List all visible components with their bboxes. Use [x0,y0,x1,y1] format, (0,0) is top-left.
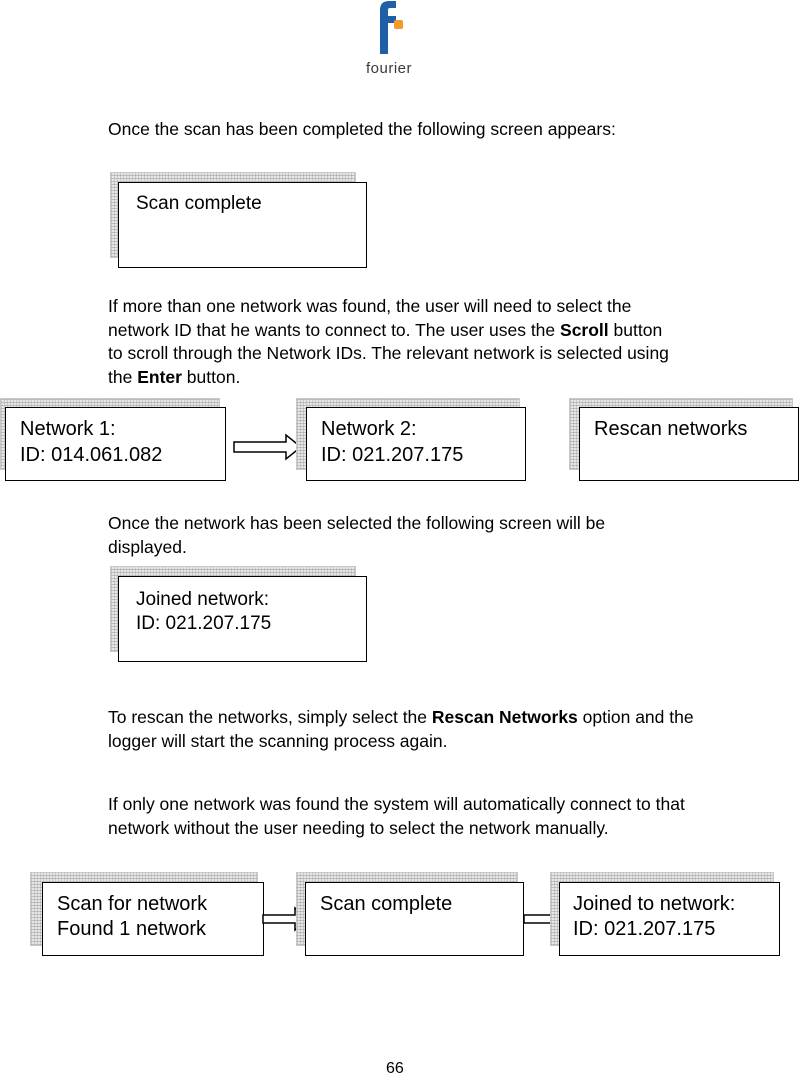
lcd-line-2: ID: 014.061.082 [20,444,163,466]
lcd-line-2: ID: 021.207.175 [136,613,272,634]
paragraph-select-network: If more than one network was found, the … [108,296,669,387]
lcd-screen-network-2: Network 2: ID: 021.207.175 [296,398,528,484]
lcd-screen-scan-complete: Scan complete [110,172,368,269]
rescan-networks-keyword: Rescan Networks [431,707,578,727]
lcd-screen-joined-network: Joined network: ID: 021.207.175 [110,566,368,663]
paragraph-network-selected: Once the network has been selected the f… [108,513,606,557]
lcd-screen-scan-for-network: Scan for network Found 1 network [30,872,266,958]
fourier-logo: fourier [360,0,440,80]
enter-keyword: Enter [137,366,182,387]
lcd-line-2: ID: 021.207.175 [321,444,464,466]
lcd-screen-joined-to-network: Joined to network: ID: 021.207.175 [550,872,782,958]
paragraph-rescan: To rescan the networks, simply select th… [108,707,694,751]
lcd-screen-network-1: Network 1: ID: 014.061.082 [0,398,228,484]
fourier-logo-text: fourier [366,60,413,77]
lcd-line-1: Joined network: [136,589,270,610]
arrow-right-icon [233,433,303,461]
lcd-line-1: Joined to network: [573,893,736,915]
lcd-line-1: Network 2: [321,418,417,440]
fourier-logo-mark [380,1,403,54]
lcd-line-1: Network 1: [20,418,116,440]
lcd-line-1: Scan for network [57,893,208,915]
paragraph-scan-completed: Once the scan has been completed the fol… [108,119,616,139]
lcd-line-2: ID: 021.207.175 [573,918,716,940]
lcd-line-1: Scan complete [136,193,262,214]
lcd-screen-scan-complete-2: Scan complete [296,872,526,958]
lcd-line-1: Rescan networks [594,418,748,440]
scroll-keyword: Scroll [560,319,609,340]
page-number: 66 [386,1060,404,1077]
lcd-line-1: Scan complete [320,893,453,915]
paragraph-single-network: If only one network was found the system… [108,794,685,838]
lcd-line-2: Found 1 network [57,918,206,940]
lcd-screen-rescan-networks: Rescan networks [569,398,799,484]
